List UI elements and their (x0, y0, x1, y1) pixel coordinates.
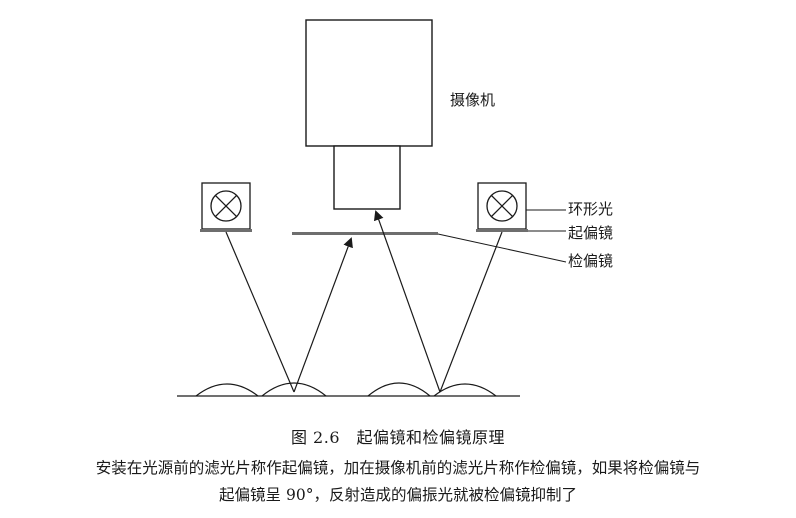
light-rays (225, 210, 503, 393)
ray-left-reflected (293, 237, 353, 393)
figure-caption-line1: 安装在光源前的滤光片称作起偏镜，加在摄像机前的滤光片称作检偏镜，如果将检偏镜与 (95, 459, 701, 477)
ray-right-reflected (373, 210, 441, 393)
ring-light-label: 环形光 (568, 200, 613, 218)
ring-light-right (476, 182, 528, 232)
figure-caption-title: 图 2.6 起偏镜和检偏镜原理 (290, 428, 506, 447)
camera-body (305, 19, 433, 147)
surface-bump (261, 382, 327, 397)
polarizer-label: 起偏镜 (568, 224, 613, 242)
analyzer-label: 检偏镜 (568, 252, 613, 270)
ray-left-incident (225, 231, 295, 393)
polarizer-filter-right (476, 229, 528, 232)
surface-bump (433, 383, 497, 397)
leader-analyzer (437, 233, 567, 263)
camera-label: 摄像机 (450, 91, 495, 109)
analyzer-filter (292, 232, 438, 235)
polarizer-filter-left (200, 229, 252, 232)
leader-lines (437, 209, 567, 263)
ray-right-incident (439, 231, 503, 393)
ring-light-left (200, 182, 252, 232)
surface-bump (367, 382, 431, 397)
surface (177, 382, 520, 397)
camera-lens (333, 145, 401, 210)
surface-bump (195, 383, 259, 397)
figure-caption-line2: 起偏镜呈 90°，反射造成的偏振光就被检偏镜抑制了 (219, 486, 577, 504)
